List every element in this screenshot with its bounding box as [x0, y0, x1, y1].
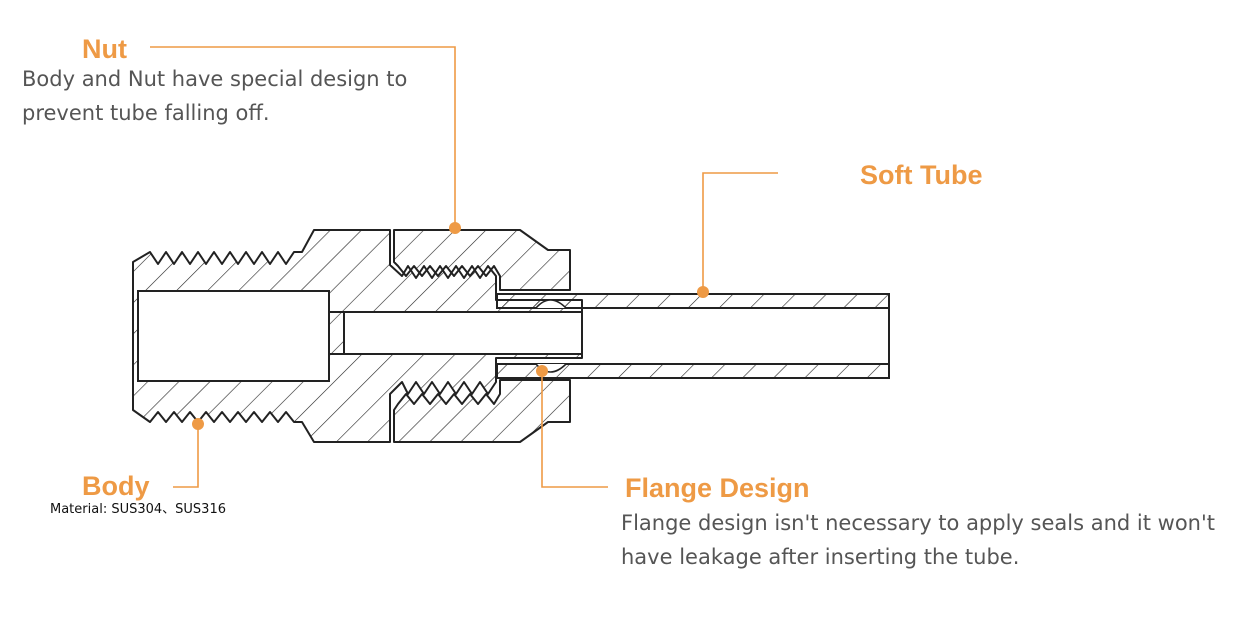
nut-part	[393, 229, 571, 443]
nut-description: Body and Nut have special design to prev…	[22, 67, 408, 125]
nut-leader-line	[150, 46, 456, 228]
soft-tube-part	[496, 293, 890, 379]
flange-description: Flange design isn't necessary to apply s…	[621, 511, 1215, 569]
leader-dots	[192, 222, 709, 430]
flange-leader-line	[541, 373, 608, 488]
soft-tube-leader-dot	[697, 286, 709, 298]
body-title: Body	[82, 471, 150, 501]
body-part	[132, 229, 583, 443]
nut-leader-dot	[449, 222, 461, 234]
flange-title: Flange Design	[625, 473, 810, 503]
soft-tube-title: Soft Tube	[860, 160, 983, 190]
body-leader-line	[173, 424, 199, 488]
body-leader-dot	[192, 418, 204, 430]
body-material: Material: SUS304、SUS316	[50, 502, 226, 517]
flange-leader-dot	[536, 365, 548, 377]
leader-lines	[150, 46, 778, 488]
nut-title: Nut	[82, 34, 127, 64]
soft-tube-leader-line	[702, 172, 778, 292]
